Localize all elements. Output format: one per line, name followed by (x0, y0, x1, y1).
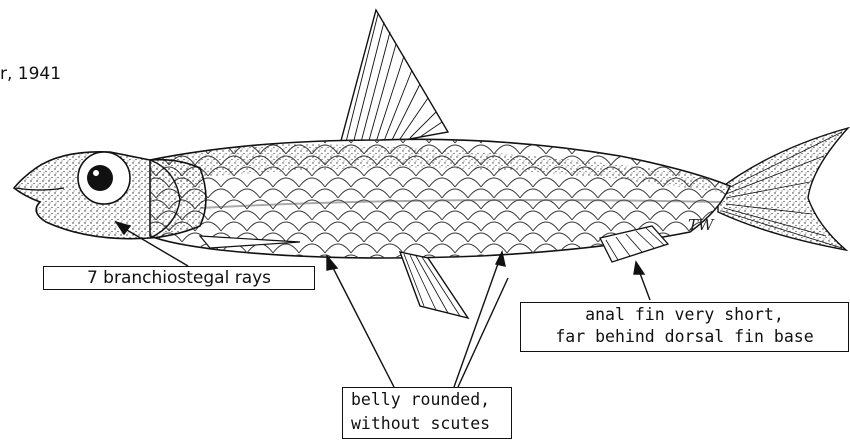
label-anal-fin: anal fin very short, far behind dorsal f… (520, 302, 849, 352)
label-text: 7 branchiostegal rays (44, 267, 314, 289)
label-line-2: without scutes (351, 412, 511, 436)
label-line-1: belly rounded, (351, 388, 511, 412)
pelvic-fin (400, 252, 468, 318)
arrow-belly-middle (454, 258, 500, 387)
fish-body (150, 130, 750, 270)
caudal-fin (718, 128, 848, 250)
label-branchiostegal-rays: 7 branchiostegal rays (43, 266, 315, 290)
label-belly: belly rounded, without scutes (342, 387, 512, 439)
arrow-belly-left (330, 262, 394, 387)
dorsal-fin (338, 10, 448, 152)
artist-signature: TW (688, 216, 713, 234)
pupil (87, 165, 113, 191)
label-line-1: anal fin very short, (521, 304, 848, 326)
caption-fragment: r, 1941 (0, 64, 61, 84)
arrow-belly-right (458, 278, 508, 387)
fish-head (14, 152, 206, 239)
label-line-2: far behind dorsal fin base (521, 326, 848, 348)
